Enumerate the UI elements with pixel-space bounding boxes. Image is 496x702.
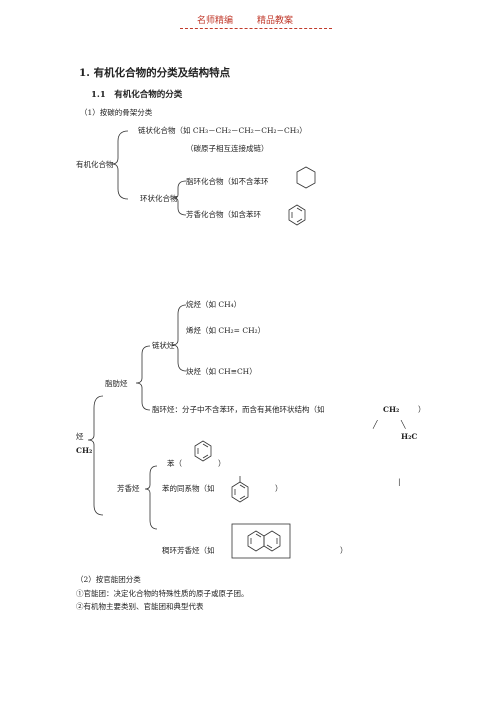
header-right: 精品教案 — [257, 16, 294, 26]
ring-vertical-bond: | — [398, 477, 401, 486]
functional-group-definition: ①官能团：决定化合物的特殊性质的原子或原子团。 — [76, 589, 249, 598]
alicyclic-close-paren: ） — [418, 405, 426, 414]
alicyclic-hydrocarbon-label: 脂环烃：分子中不含苯环，而含有其他环状结构（如 — [152, 405, 325, 414]
aromatic-hydrocarbon-label: 芳香烃 — [117, 484, 140, 493]
chain-compound: 链状化合物（如 CH₃－CH₂－CH₂－CH₂－CH₃） — [138, 126, 307, 135]
alkyne-label: 炔烃（如 CH≡CH） — [186, 367, 257, 376]
fused-aromatic-label: 稠环芳香烃（如 — [162, 546, 215, 555]
organic-compound-label: 有机化合物 — [76, 160, 114, 169]
brace-aromatic-hc — [144, 465, 158, 530]
alkene-label: 烯烃（如 CH₂= CH₂） — [186, 326, 266, 335]
alicyclic-compound: 脂环化合物（如不含苯环 — [186, 177, 269, 186]
main-classes-line: ②有机物主要类别、官能团和典型代表 — [76, 602, 204, 611]
benzene-homologs-label: 苯的同系物（如 — [162, 484, 215, 493]
ring-ch2-bottom: CH₂ — [76, 446, 93, 455]
naphthalene-icon — [247, 530, 265, 552]
subsection-title: 1.1 有机化合物的分类 — [91, 90, 183, 100]
aromatic-compound: 芳香化合物（如含苯环 — [186, 210, 261, 219]
alkane-label: 烷烃（如 CH₄） — [186, 300, 242, 309]
functional-group-heading: （2）按官能团分类 — [76, 575, 141, 584]
naphthalene-frame — [231, 523, 291, 559]
ring-h2c: H₂C — [401, 432, 418, 441]
brace-cyclic — [172, 180, 187, 216]
chain-hydrocarbon-label: 链状烃 — [152, 341, 175, 350]
brace-organic — [111, 130, 129, 200]
ring-bond-right: ╲ — [401, 420, 406, 429]
brace-hydrocarbon — [87, 395, 104, 516]
homologs-close: ） — [275, 484, 283, 493]
header-left: 名师精编 — [197, 16, 234, 26]
hydrocarbon-label: 烃 — [76, 432, 84, 441]
benzene-icon-2 — [194, 440, 212, 462]
aliphatic-label: 脂肪烃 — [105, 379, 128, 388]
cyclohexane-icon — [296, 166, 316, 189]
chain-note: （碳原子相互连接成链） — [186, 144, 269, 153]
section-title: 1. 有机化合物的分类及结构特点 — [79, 67, 231, 79]
cyclic-compound: 环状化合物 — [140, 194, 178, 203]
fused-close: ） — [340, 546, 348, 555]
brace-chain-hc — [171, 304, 187, 372]
header-rule — [180, 28, 332, 29]
ring-bond-left: ╱ — [373, 420, 378, 429]
skeleton-heading: （1）按碳的骨架分类 — [80, 108, 153, 117]
benzene-icon-1 — [288, 204, 306, 226]
benzene-label: 苯（ — [167, 459, 182, 468]
ring-ch2-top: CH₂ — [383, 405, 400, 414]
brace-aliphatic — [135, 345, 151, 411]
benzene-close: ） — [218, 459, 226, 468]
